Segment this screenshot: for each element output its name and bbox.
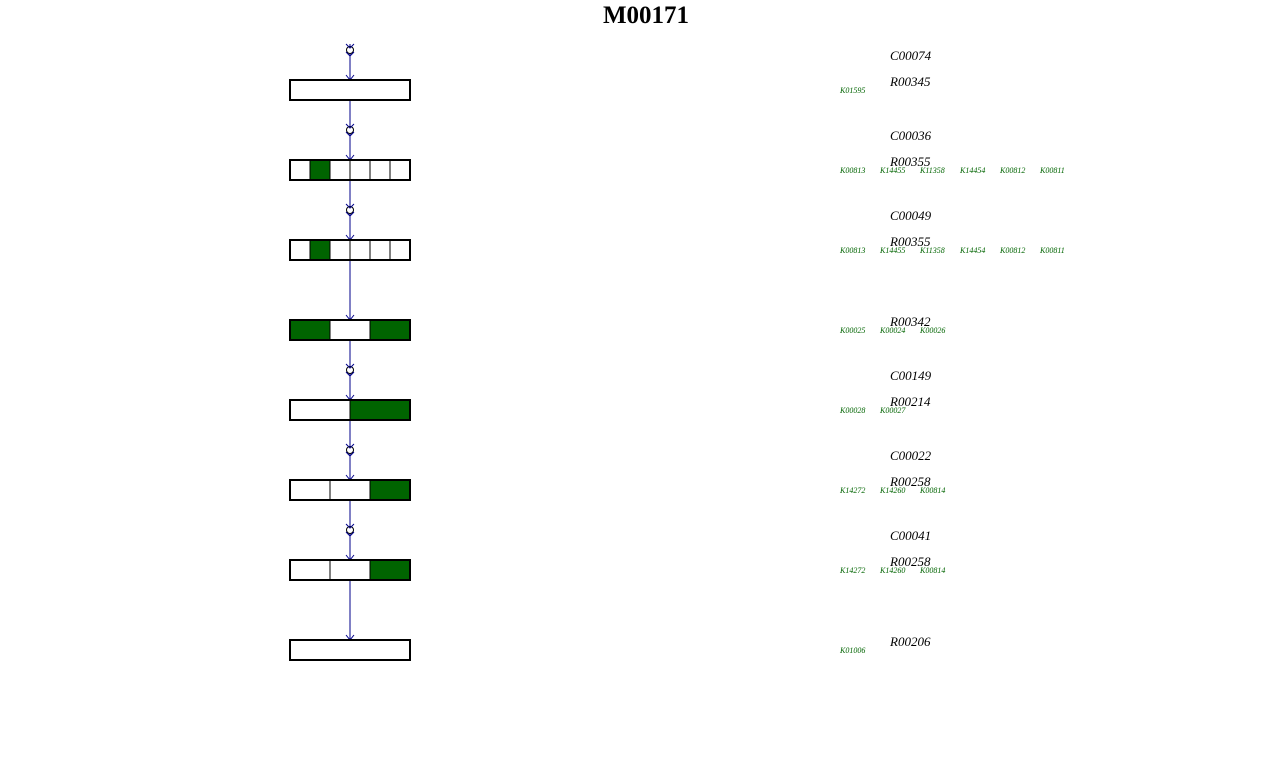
ko-cell [289,399,351,421]
ko-cell [289,79,411,101]
ko-label: K14454 [959,246,985,255]
reaction-label: R00206 [889,634,931,649]
compound-node [346,206,354,214]
ko-cell [289,239,311,261]
ko-cell [309,239,331,261]
reaction-box [289,559,411,581]
ko-cell [349,159,371,181]
ko-cell [369,319,411,341]
ko-label: K00814 [919,486,945,495]
reaction-label: R00342 [889,314,931,329]
compound-label: C00022 [890,448,932,463]
reaction-boxes-layer [289,79,411,661]
ko-cell [329,559,371,581]
ko-label: K11358 [919,166,945,175]
ko-label: K11358 [919,246,945,255]
ko-cell [369,239,391,261]
reaction-box [289,79,411,101]
ko-label: K01595 [839,86,865,95]
ko-cell [369,559,411,581]
ko-cell [389,159,411,181]
ko-label: K00811 [1039,246,1065,255]
reaction-label: R00258 [889,474,931,489]
reaction-label: R00258 [889,554,931,569]
reaction-label: R00355 [889,234,931,249]
ko-cell [329,239,351,261]
compound-ticks [345,523,355,537]
ko-cell [289,639,411,661]
ko-label: K14260 [879,486,905,495]
ko-label: K01006 [839,646,865,655]
ko-label: K00027 [879,406,906,415]
compound-label: C00049 [890,208,932,223]
compound-ticks [345,443,355,457]
ko-label: K00811 [1039,166,1065,175]
compound-ticks [345,203,355,217]
ko-cell [349,399,411,421]
ko-cell [369,479,411,501]
ko-label: K00025 [839,326,865,335]
compound-node [346,366,354,374]
compound-ticks [345,363,355,377]
ko-label: K00813 [839,166,865,175]
reaction-box [289,159,411,181]
ko-label: K00814 [919,566,945,575]
ko-label: K00026 [919,326,945,335]
ko-cell [329,159,351,181]
reaction-label: R00214 [889,394,931,409]
compound-node [346,126,354,134]
ko-label: K00812 [999,166,1025,175]
ko-cell [289,159,311,181]
ko-cell [349,239,371,261]
ko-cell [369,159,391,181]
ko-cell [389,239,411,261]
ko-label: K14260 [879,566,905,575]
reaction-box [289,479,411,501]
ko-label: K00812 [999,246,1025,255]
compound-node [346,526,354,534]
ko-label: K00024 [879,326,905,335]
compound-label: C00074 [890,48,932,63]
compound-nodes-layer [345,43,355,537]
ko-label: K14454 [959,166,985,175]
reaction-label: R00345 [889,74,931,89]
compound-ticks [345,123,355,137]
ko-cell [289,559,331,581]
ko-label: K14272 [839,566,865,575]
compound-label: C00036 [890,128,932,143]
ko-cell [329,319,371,341]
compound-label: C00041 [890,528,931,543]
ko-cell [289,479,331,501]
reaction-box [289,239,411,261]
compound-node [346,446,354,454]
ko-label: K00028 [839,406,865,415]
reaction-box [289,319,411,341]
compound-label: C00149 [890,368,932,383]
reaction-box [289,639,411,661]
ko-label: K00813 [839,246,865,255]
compound-node [346,46,354,54]
compound-ticks [345,43,355,57]
reaction-label: R00355 [889,154,931,169]
ko-cell [289,319,331,341]
ko-label: K14272 [839,486,865,495]
ko-cell [329,479,371,501]
ko-label: K14455 [879,166,905,175]
page-title: M00171 [602,2,690,29]
ko-label: K14455 [879,246,905,255]
reaction-box [289,399,411,421]
ko-cell [309,159,331,181]
